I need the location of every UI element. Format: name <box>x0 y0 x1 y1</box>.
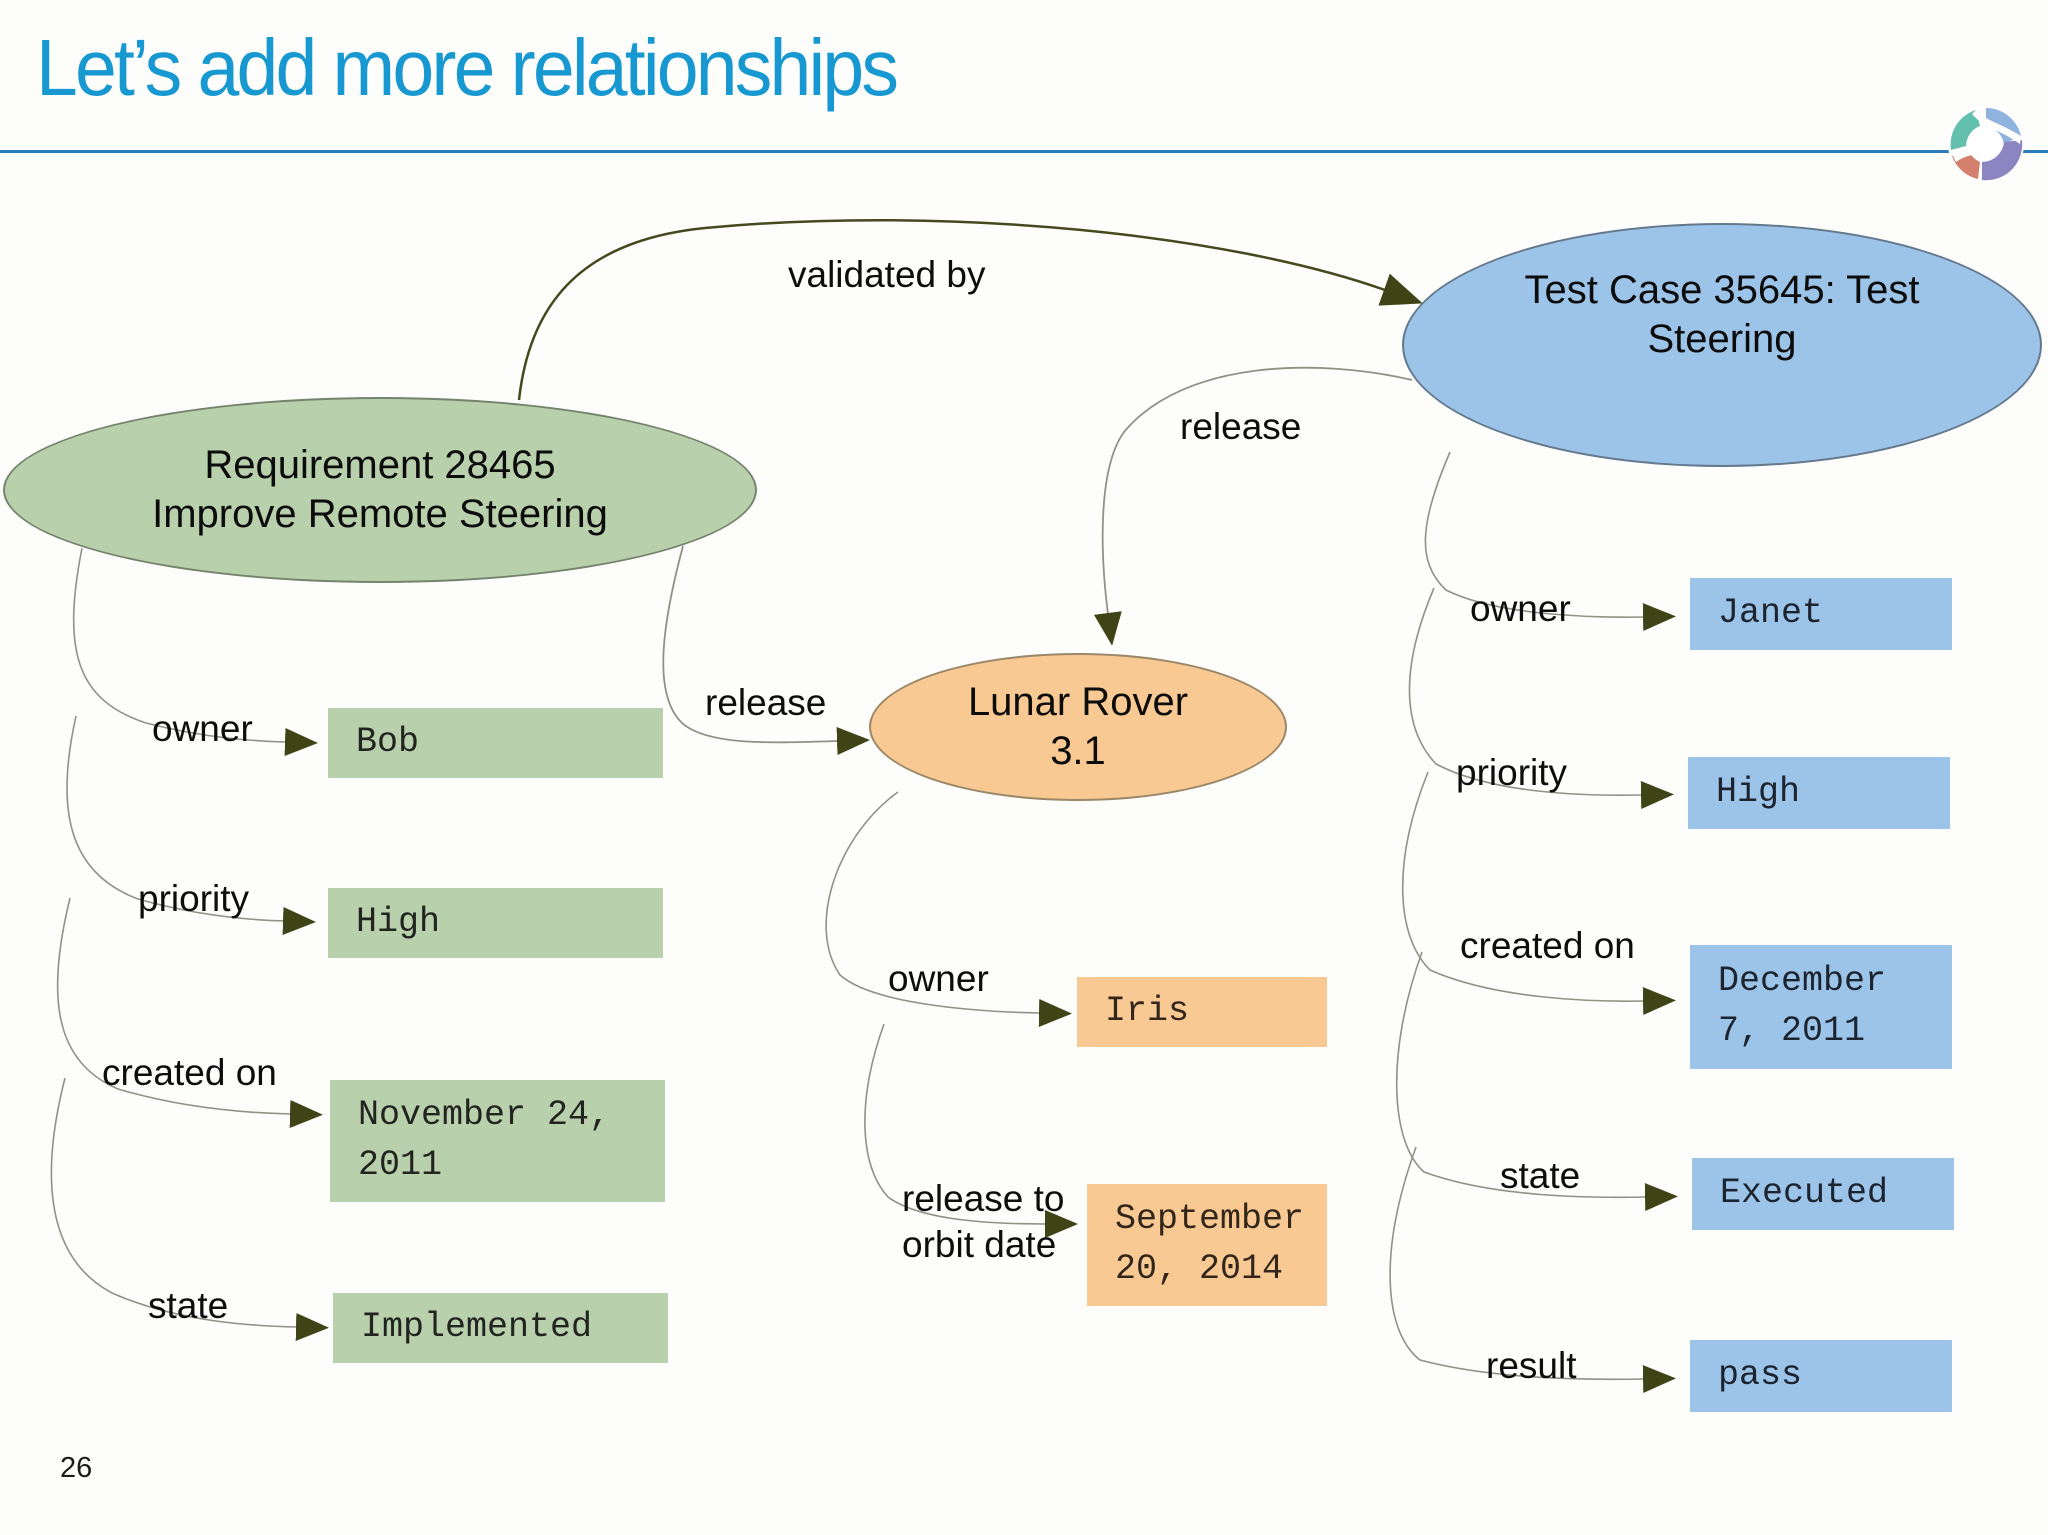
prop-label-test-case-state: state <box>1500 1155 1581 1196</box>
connector-test-case-owner <box>1424 451 1676 632</box>
prop-label-requirement-created-on: created on <box>102 1052 277 1093</box>
connector-requirement-priority <box>66 715 316 935</box>
edge-label-validated-by: validated by <box>788 254 986 295</box>
prop-value-requirement-priority: High <box>328 888 663 958</box>
connector-requirement-created-on <box>56 897 323 1128</box>
page-number: 26 <box>60 1452 93 1484</box>
prop-label-requirement-owner: owner <box>152 708 253 749</box>
prop-value-release-orbit-date: September 20, 2014 <box>1087 1184 1327 1306</box>
prop-label-test-case-result: result <box>1486 1345 1577 1386</box>
header-rule <box>0 150 2048 153</box>
prop-value-requirement-state: Implemented <box>333 1293 668 1363</box>
prop-label-test-case-owner: owner <box>1470 588 1571 629</box>
slide-title: Let’s add more relationships <box>36 23 899 112</box>
prop-label-test-case-created-on: created on <box>1460 925 1635 966</box>
edge-release-from-test-case <box>1093 366 1413 646</box>
connector-test-case-state <box>1395 951 1678 1212</box>
prop-value-test-case-result: pass <box>1690 1340 1952 1412</box>
connector-release-orbit-date <box>864 1023 1078 1238</box>
node-requirement: Requirement 28465 Improve Remote Steerin… <box>3 397 757 583</box>
prop-label-requirement-state: state <box>148 1285 229 1326</box>
prop-value-test-case-state: Executed <box>1692 1158 1954 1230</box>
edge-release-from-requirement <box>662 545 870 756</box>
connector-test-case-created-on <box>1401 771 1676 1016</box>
prop-value-release-owner: Iris <box>1077 977 1327 1047</box>
node-test-case: Test Case 35645: Test Steering <box>1402 223 2042 467</box>
connector-release-owner <box>825 791 1072 1027</box>
company-swirl-logo <box>1948 106 2024 182</box>
connector-test-case-result <box>1389 1146 1676 1394</box>
connector-requirement-state <box>50 1077 329 1341</box>
prop-label-test-case-priority: priority <box>1456 752 1568 793</box>
connector-requirement-owner <box>72 547 318 756</box>
prop-value-test-case-owner: Janet <box>1690 578 1952 650</box>
prop-label-release-orbit-date: release to orbit date <box>902 1178 1065 1266</box>
prop-label-requirement-priority: priority <box>138 878 250 919</box>
connector-test-case-priority <box>1408 587 1674 810</box>
prop-value-test-case-priority: High <box>1688 757 1950 829</box>
prop-value-requirement-created-on: November 24, 2011 <box>330 1080 665 1202</box>
prop-value-requirement-owner: Bob <box>328 708 663 778</box>
prop-value-test-case-created-on: December 7, 2011 <box>1690 945 1952 1069</box>
edge-label-release-from-requirement: release <box>705 682 827 723</box>
edge-label-release-from-test-case: release <box>1180 406 1302 447</box>
edge-validated-by <box>517 218 1423 401</box>
prop-label-release-owner: owner <box>888 958 989 999</box>
node-release: Lunar Rover 3.1 <box>869 653 1287 801</box>
